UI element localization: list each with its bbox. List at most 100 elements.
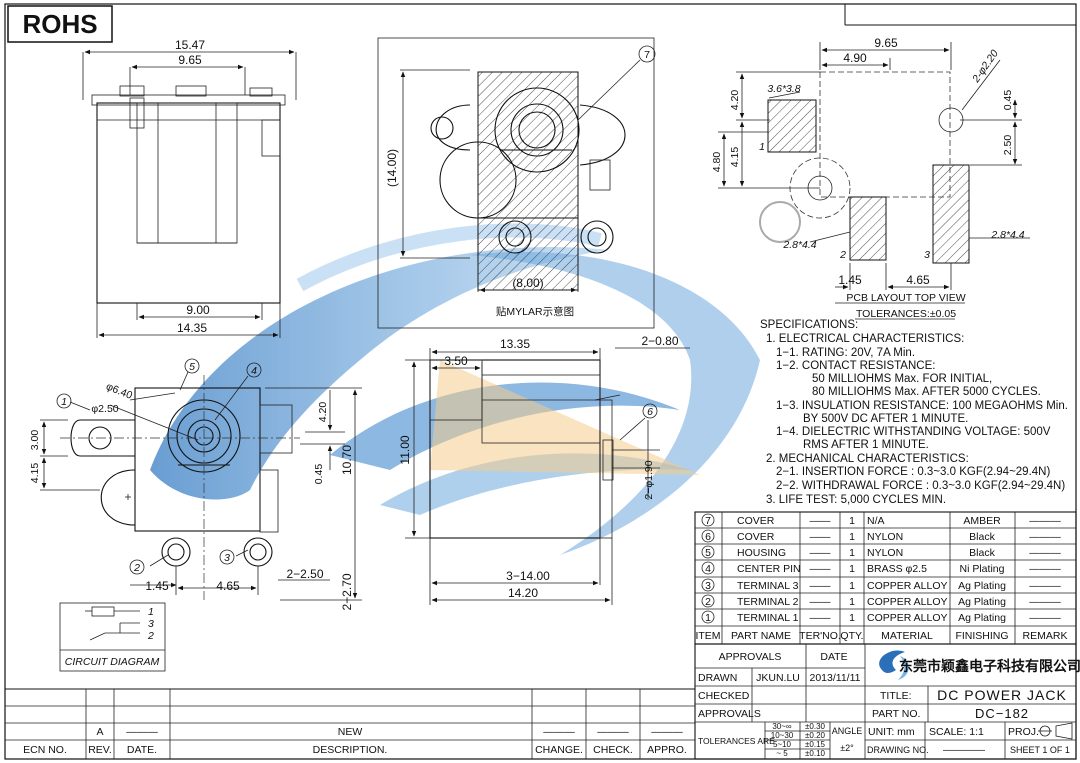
spec-line: 50 MILLIOHMS Max. FOR INITIAL, — [812, 373, 992, 385]
tb-date-header: DATE — [820, 651, 847, 663]
specifications: SPECIFICATIONS: 1. ELECTRICAL CHARACTERI… — [760, 319, 1068, 506]
tb-tol-range: 30~∞ — [772, 722, 792, 731]
bom-header-qty: QTY. — [840, 630, 863, 642]
balloon-4: 4 — [251, 365, 257, 377]
rev-header-appro: APPRO. — [647, 744, 687, 756]
bom-cell-item: 5 — [705, 547, 711, 559]
side-dim-1335: 13.35 — [500, 337, 530, 351]
balloon-6: 6 — [647, 406, 653, 418]
pcb-dim-145: 1.45 — [838, 273, 862, 287]
bom-cell-ter: —— — [810, 547, 832, 559]
bom-header: ITEM PART NAME TER'NO. QTY. MATERIAL FIN… — [695, 630, 1067, 642]
side-dim-1420: 14.20 — [508, 586, 538, 600]
bom-cell-ter: —— — [810, 531, 832, 543]
bom-cell-material: BRASS φ2.5 — [867, 563, 927, 575]
bom-cell-qty: 1 — [849, 596, 855, 608]
bom-cell-finish: Ag Plating — [958, 580, 1006, 592]
side-dim-350: 3.50 — [444, 354, 468, 368]
spec-line: 3. LIFE TEST: 5,000 CYCLES MIN. — [766, 494, 946, 506]
bom-cell-name: CENTER PIN — [737, 563, 801, 575]
pcb-dim-045: 0.45 — [1002, 90, 1014, 111]
tb-tol-value: ±0.10 — [805, 749, 826, 758]
bom-cell-remark: ——— — [1029, 580, 1061, 592]
rev-header-rev: REV. — [88, 744, 112, 756]
rev-header-ecn: ECN NO. — [23, 744, 67, 756]
rev-check: ——— — [597, 726, 629, 738]
bom-cell-qty: 1 — [849, 612, 855, 624]
tb-drawn-by: JKUN.LU — [756, 672, 800, 684]
front-dim-045: 0.45 — [313, 464, 325, 485]
bom-cell-ter: —— — [810, 612, 832, 624]
pcb-dim-480: 4.80 — [711, 152, 723, 173]
tb-approvals-label: APPROVALS — [698, 708, 761, 720]
bom-cell-name: TERMINAL 2 — [737, 596, 799, 608]
bom-cell-remark: ——— — [1029, 515, 1061, 527]
bom-cell-finish: Ni Plating — [960, 563, 1005, 575]
spec-line: SPECIFICATIONS: — [760, 319, 858, 331]
bom-cell-qty: 1 — [849, 563, 855, 575]
watermark-logo — [150, 223, 760, 555]
front-dim-415: 4.15 — [29, 463, 41, 484]
tb-drawing-no-label: DRAWING NO. — [867, 745, 929, 755]
dim-inner-width: 9.65 — [178, 53, 202, 67]
spec-line: 1−2. CONTACT RESISTANCE: — [776, 360, 935, 372]
front-dim-1070: 10.70 — [340, 445, 354, 475]
pcb-dim-420: 4.20 — [729, 90, 741, 111]
bom-header-material: MATERIAL — [881, 630, 933, 642]
spec-line: BY 500V DC AFTER 1 MINUTE. — [803, 413, 968, 425]
tb-part-label: PART NO. — [872, 708, 920, 720]
pcb-dim-415: 4.15 — [729, 147, 741, 168]
pcb-caption: PCB LAYOUT TOP VIEW — [846, 292, 965, 304]
side-dim-314: 3−14.00 — [506, 569, 550, 583]
rohs-label: ROHS — [22, 9, 97, 39]
bom-header-name: PART NAME — [731, 630, 791, 642]
tb-tol-range: ~ 5 — [776, 749, 788, 758]
tb-tolerance-label: TOLERANCES ARE — [698, 736, 775, 746]
bom-cell-item: 6 — [705, 531, 711, 543]
circuit-pin-2: 2 — [147, 630, 154, 642]
side-dim-280: 2−0.80 — [641, 334, 678, 348]
bom-cell-name: TERMINAL 1 — [737, 612, 799, 624]
rev-description: NEW — [338, 726, 363, 738]
front-dim-300: 3.00 — [29, 430, 41, 451]
balloon-7: 7 — [644, 49, 650, 61]
tb-company: 东莞市颖鑫电子科技有限公司 — [899, 658, 1080, 674]
rev-date: ——— — [126, 726, 158, 738]
front-dim-2270: 2−2.70 — [340, 573, 354, 610]
spec-line: 2. MECHANICAL CHARACTERISTICS: — [766, 453, 969, 465]
spec-line: 1−3. INSULATION RESISTANCE: 100 MEGAOHMS… — [776, 400, 1068, 412]
tb-title-label: TITLE: — [880, 690, 912, 702]
bom-cell-qty: 1 — [849, 515, 855, 527]
bom-cell-qty: 1 — [849, 547, 855, 559]
rev-header-change: CHANGE. — [535, 744, 583, 756]
pcb-pad-label-3: 3 — [924, 249, 930, 261]
front-dim-2250: 2−2.50 — [286, 567, 323, 581]
bom-cell-material: NYLON — [867, 531, 903, 543]
tb-tol-value: ±0.15 — [805, 740, 826, 749]
side-view — [405, 347, 690, 605]
balloon-3: 3 — [224, 552, 230, 564]
bom-cell-finish: Black — [969, 531, 995, 543]
pcb-dim-top: 9.65 — [874, 36, 898, 50]
bom-cell-material: COPPER ALLOY — [867, 596, 948, 608]
spec-line: RMS AFTER 1 MINUTE. — [803, 439, 929, 451]
bom-cell-remark: ——— — [1029, 531, 1061, 543]
revision-block — [5, 688, 695, 759]
pcb-dim-pad3: 2.8*4.4 — [990, 229, 1024, 241]
rev-a: A — [96, 726, 103, 738]
front-dim-145: 1.45 — [145, 579, 169, 593]
bom-cell-item: 3 — [705, 580, 711, 592]
tb-tol-range: 5~10 — [773, 740, 792, 749]
bom-cell-item: 1 — [705, 612, 711, 624]
bom-cell-remark: ——— — [1029, 596, 1061, 608]
pcb-dim-465: 4.65 — [906, 273, 930, 287]
bom-header-remark: REMARK — [1023, 630, 1068, 642]
bom-cell-item: 4 — [705, 563, 711, 575]
side-dim-190: 2−φ1.90 — [643, 460, 655, 499]
pcb-dim-pad2: 2.8*4.4 — [782, 239, 816, 251]
spec-line: 2−2. WITHDRAWAL FORCE : 0.3~3.0 KGF(2.94… — [776, 480, 1065, 492]
front-view — [40, 358, 362, 601]
tb-proj: PROJ. — [1008, 726, 1039, 738]
